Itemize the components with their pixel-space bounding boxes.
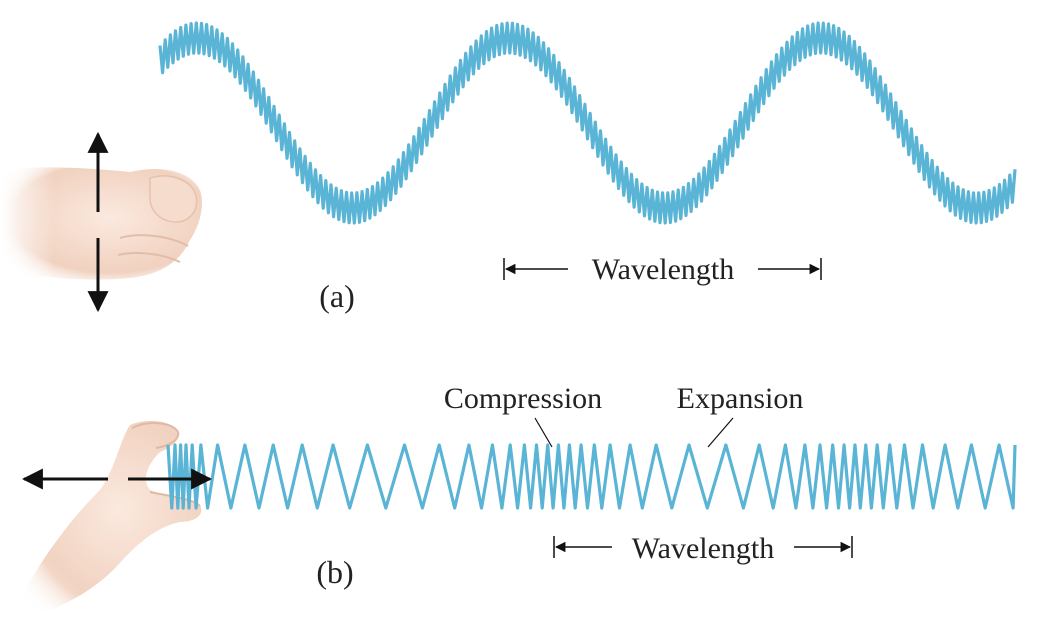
panel-label-b: (b) <box>316 554 353 590</box>
panel-label-a: (a) <box>319 278 355 314</box>
transverse-spring <box>158 21 1017 225</box>
panel-b: Compression Expansion Wavelength (b) <box>0 382 1017 619</box>
wavelength-marker-a: Wavelength <box>503 253 822 286</box>
panel-a: Wavelength (a) <box>0 21 1017 314</box>
longitudinal-spring <box>166 443 1017 510</box>
expansion-leader <box>707 417 734 448</box>
compression-label: Compression <box>444 382 602 415</box>
wavelength-label-b: Wavelength <box>632 532 775 565</box>
wavelength-marker-b: Wavelength <box>553 532 853 565</box>
hand-icon <box>0 420 202 619</box>
compression-leader <box>534 417 553 448</box>
expansion-label: Expansion <box>677 382 804 415</box>
hand-icon <box>0 160 202 285</box>
wavelength-label-a: Wavelength <box>592 253 735 286</box>
